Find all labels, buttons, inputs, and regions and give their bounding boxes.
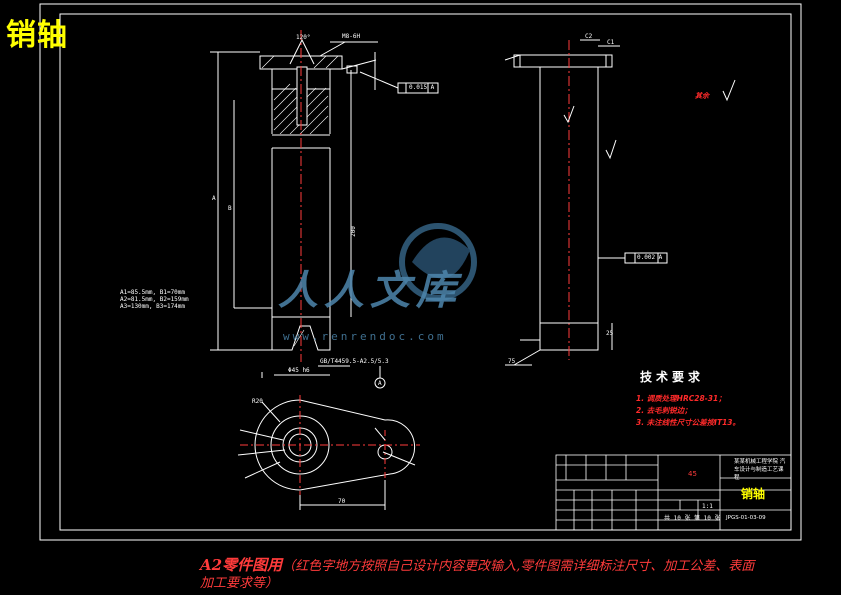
dim-25-label: 25 xyxy=(606,330,614,337)
watermark-logo xyxy=(399,223,477,301)
outer-frame xyxy=(39,3,802,541)
runout-label: 0.002 A xyxy=(637,254,663,261)
title-block-school: 某某机械工程学院 汽车设计与制造工艺课程 xyxy=(734,459,786,481)
inner-frame xyxy=(59,13,792,531)
footer-note: A2零件图用（红色字地方按照自己设计内容更改输入,零件图需详细标注尺寸、加工公差… xyxy=(200,557,760,592)
thread-label: M8-6H xyxy=(342,33,361,40)
flatness-label: 0.015 A xyxy=(409,84,435,91)
chamfer-c2-label: C2 xyxy=(585,33,593,40)
dim-200-label: 200 xyxy=(349,226,357,237)
title-block-material: 45 xyxy=(688,470,697,478)
tech-requirements-heading: 技术要求 xyxy=(640,370,705,384)
tech-item-2: 2. 去毛刺锐边； xyxy=(636,406,692,415)
angle-label: 120° xyxy=(296,34,311,41)
dim-phi-label: Φ45 h6 xyxy=(288,367,310,374)
shaft-table-2: A2=81.5mm, B2=159mm xyxy=(120,296,189,303)
chamfer-c1-label: C1 xyxy=(607,39,615,46)
front-view xyxy=(210,30,439,389)
shaft-table-3: A3=130mm, B3=174mm xyxy=(120,303,186,310)
shaft-table-1: A1=85.5mm, B1=70mm xyxy=(120,289,186,296)
tech-item-1: 1. 调质处理HRC28-31； xyxy=(636,394,726,403)
footer-prefix: A2零件图用 xyxy=(200,556,283,574)
dim-r20-label: R20 xyxy=(252,398,263,405)
roughness-other-label: 其余 xyxy=(695,92,709,100)
gb-label: GB/T4459.5-A2.5/5.3 xyxy=(320,358,389,365)
title-block-scale: 1:1 xyxy=(702,503,713,510)
dim-b-label: B xyxy=(228,205,232,212)
dim-a-label: A xyxy=(212,195,216,202)
dim-75-label: 75 xyxy=(508,358,516,365)
datum-a-label: A xyxy=(378,380,382,387)
page-title: 销轴 xyxy=(6,18,68,53)
dim-70-label: 70 xyxy=(338,498,346,505)
title-block-sheet: 共 10 张 第 10 张 xyxy=(664,515,721,522)
top-view xyxy=(237,395,420,510)
title-block-part-name: 销轴 xyxy=(741,487,766,501)
watermark-text: 人人文库 xyxy=(278,268,462,314)
footer-body: （红色字地方按照自己设计内容更改输入,零件图需详细标注尺寸、加工公差、表面加工要… xyxy=(200,559,755,591)
tech-item-3: 3. 未注线性尺寸公差按IT13。 xyxy=(636,418,741,427)
title-block-drawing-code: JPGS-01-03-09 xyxy=(726,515,766,521)
side-view xyxy=(504,39,736,366)
watermark-url: www.renrendoc.com xyxy=(283,330,447,343)
title-block xyxy=(555,454,792,531)
